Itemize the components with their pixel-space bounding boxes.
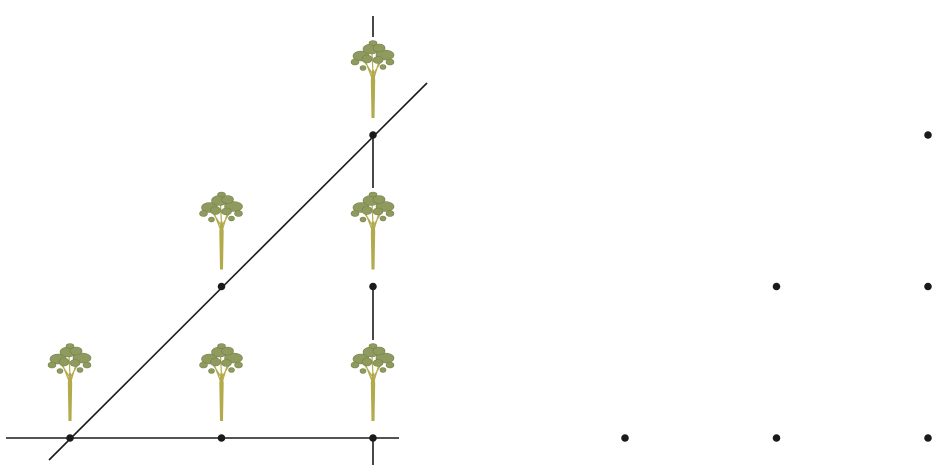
- left-grid-dot: [217, 434, 226, 442]
- diagonal-line: [48, 82, 428, 461]
- right-grid-dot: [772, 282, 781, 291]
- right-grid-dot: [772, 434, 781, 442]
- left-grid-dot: [369, 434, 377, 442]
- tree-icon: [350, 39, 395, 119]
- right-dot-group: [621, 131, 932, 442]
- left-grid-dot: [369, 131, 377, 139]
- left-grid-dot: [217, 282, 226, 291]
- right-grid-dot: [924, 282, 932, 291]
- left-panel: [6, 16, 428, 465]
- tree-icon: [350, 342, 395, 422]
- tree-group: [47, 39, 395, 422]
- tree-icon: [198, 342, 244, 422]
- left-grid-dot: [369, 282, 377, 291]
- right-grid-dot: [621, 434, 629, 442]
- left-grid-dot: [66, 434, 74, 442]
- tree-icon: [198, 191, 244, 271]
- right-grid-dot: [924, 131, 932, 139]
- tree-icon: [350, 191, 395, 271]
- tree-icon: [47, 342, 92, 422]
- right-grid-dot: [924, 434, 932, 442]
- right-panel: [621, 131, 932, 442]
- left-dot-group: [66, 131, 377, 442]
